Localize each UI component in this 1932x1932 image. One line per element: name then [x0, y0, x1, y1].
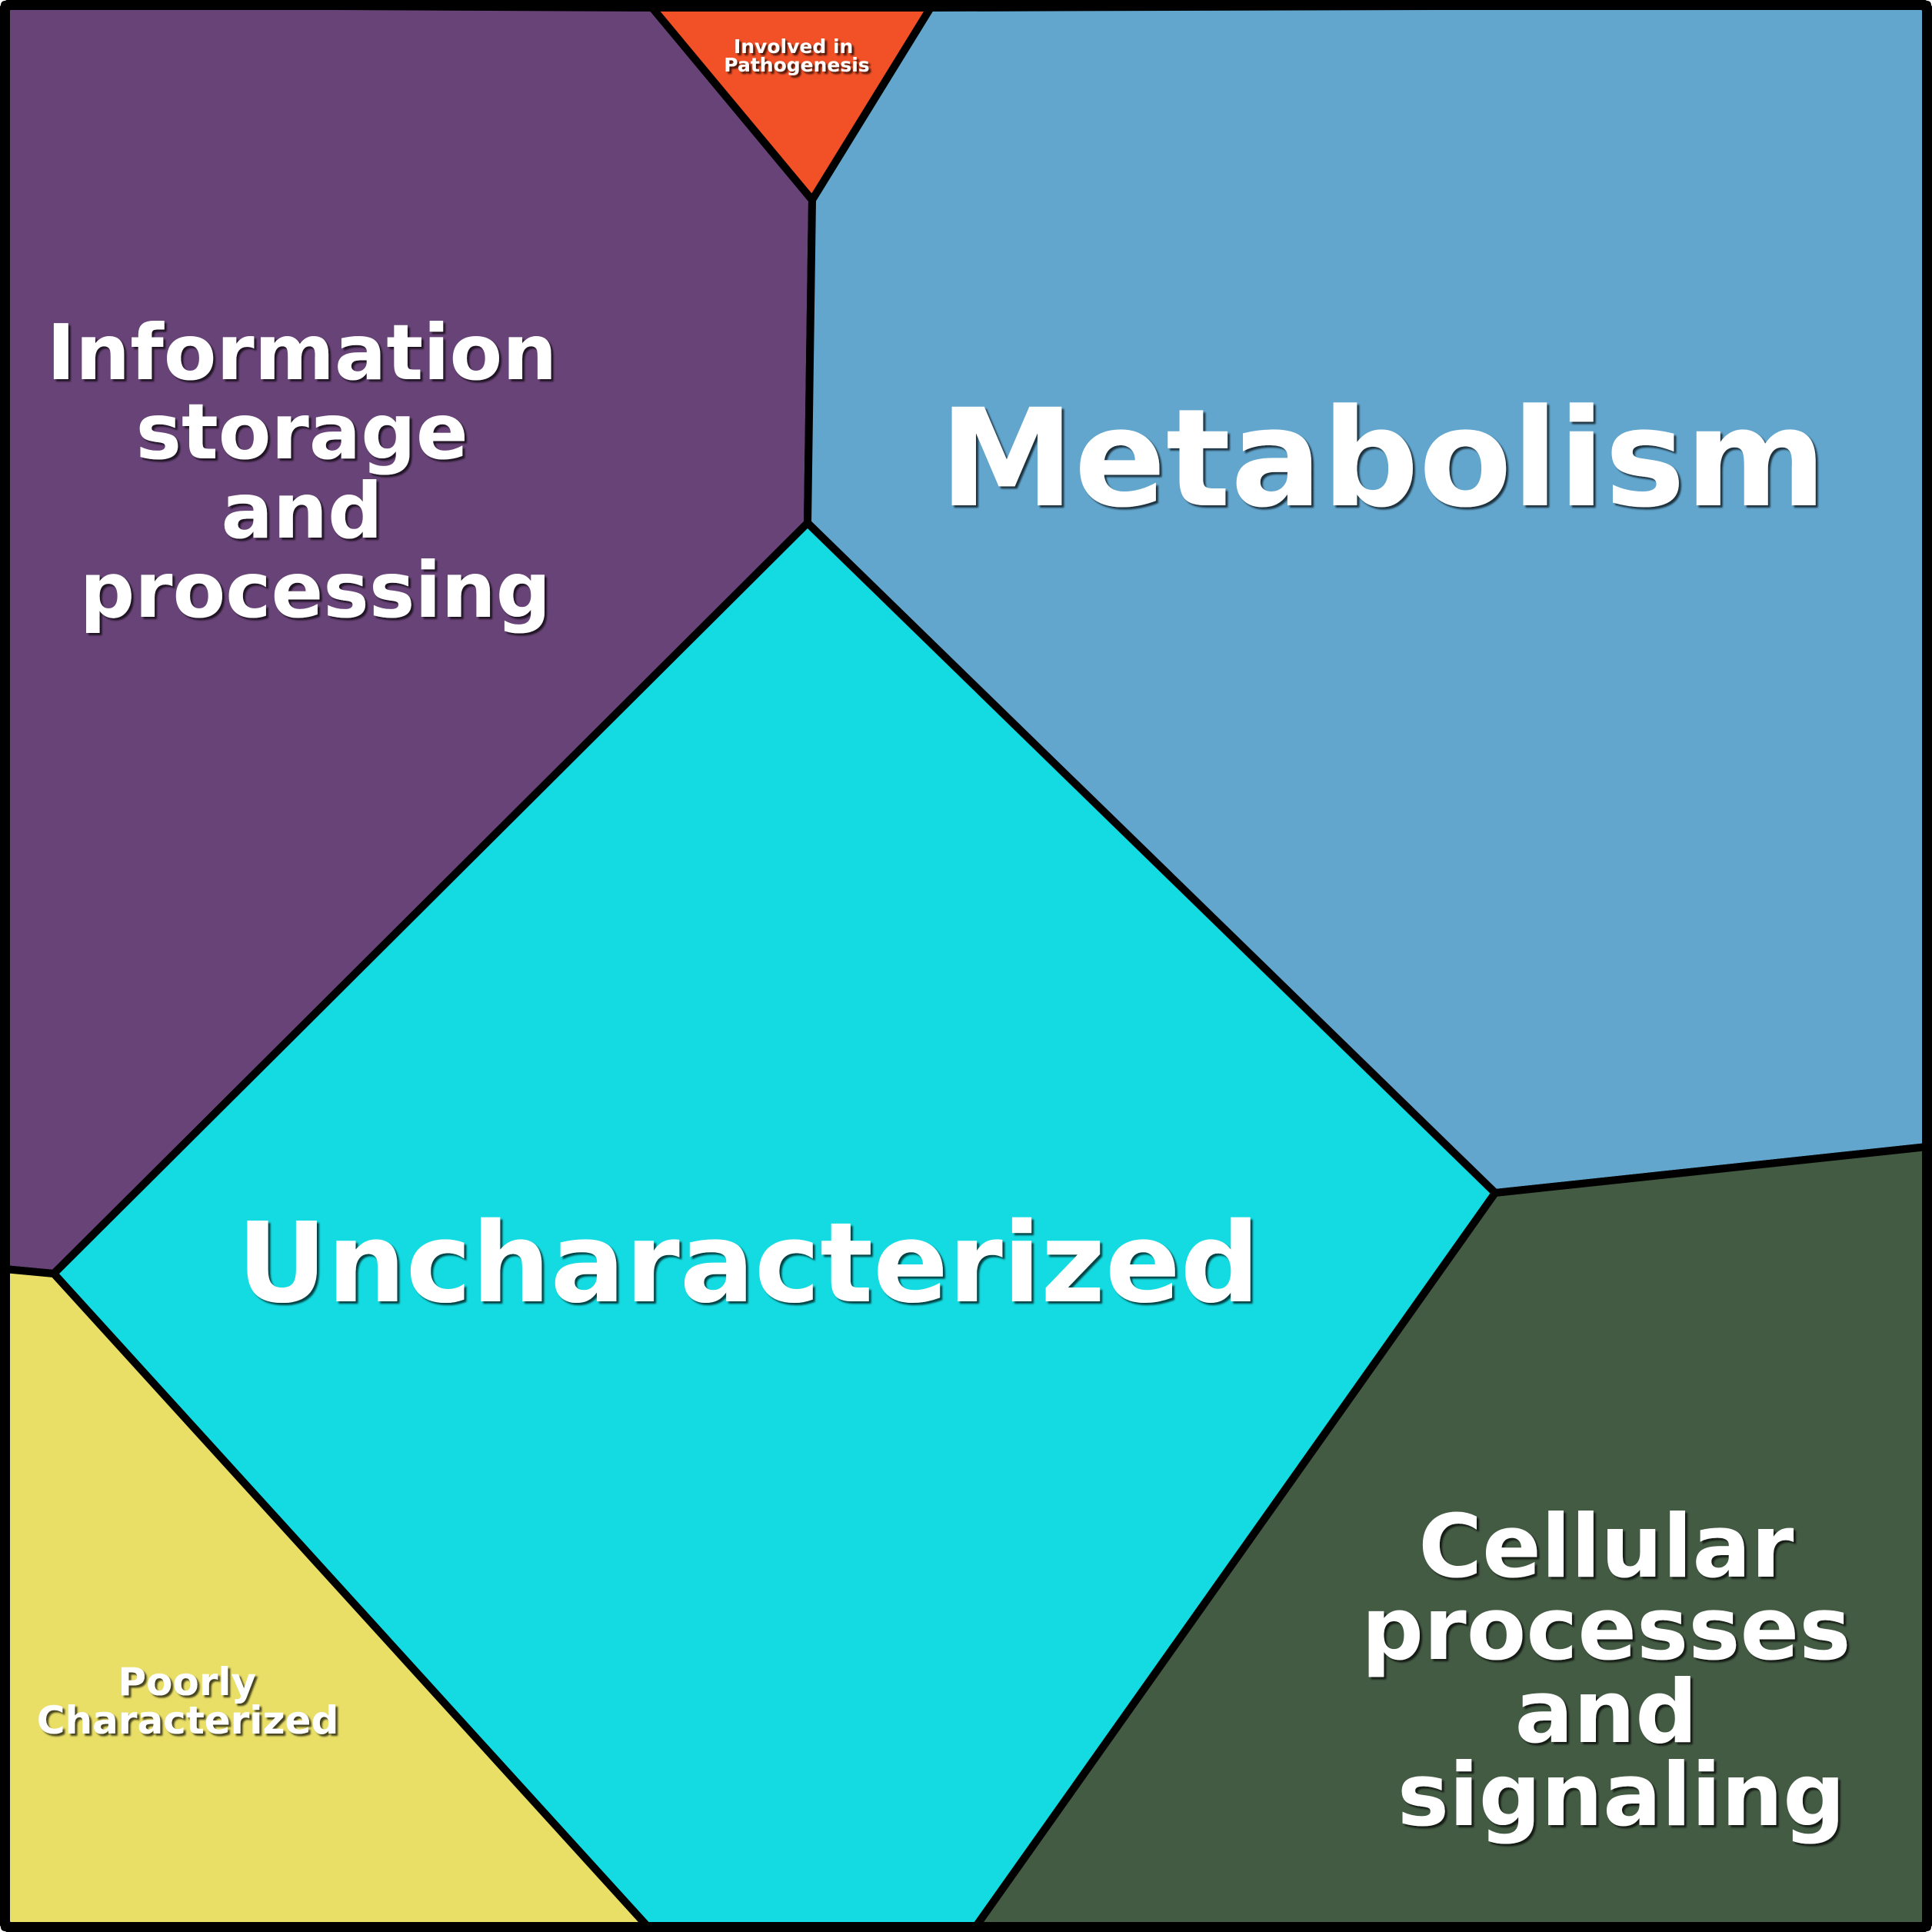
label-pathogenesis: Involved in Pathogenesis [724, 35, 869, 76]
label-uncharacterized: Uncharacterized [237, 1198, 1259, 1327]
label-poorly: Poorly Characterized [37, 1660, 338, 1743]
label-cellular: Cellular processes and signaling [1361, 1496, 1881, 1846]
label-information: Information storage and processing [47, 308, 584, 635]
label-metabolism: Metabolism [939, 380, 1826, 538]
